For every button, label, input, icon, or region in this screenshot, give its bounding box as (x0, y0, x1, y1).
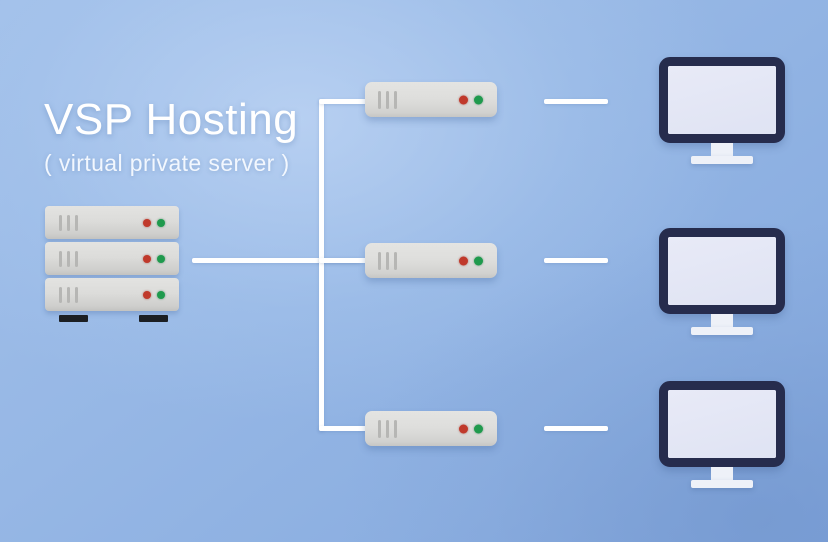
rack-unit-1 (45, 206, 179, 239)
status-led-group (459, 256, 483, 265)
monitor-neck (711, 143, 733, 156)
led-red-icon (143, 290, 151, 299)
client-link-2 (544, 258, 608, 263)
monitor-stand (691, 156, 753, 164)
server-rack (45, 206, 179, 323)
client-monitor-3 (659, 381, 785, 488)
vent-slot-icon (386, 419, 389, 438)
status-led-group (143, 290, 165, 299)
status-led-group (459, 95, 483, 104)
vent-slot-icon (75, 286, 78, 303)
rack-feet (45, 314, 179, 323)
page-subtitle: ( virtual private server ) (44, 150, 290, 176)
monitor-stand (691, 327, 753, 335)
led-red-icon (143, 218, 151, 227)
led-green-icon (157, 218, 165, 227)
heading-block: VSP Hosting ( virtual private server ) (44, 98, 298, 175)
vent-slot-icon (394, 419, 397, 438)
client-monitor-2 (659, 228, 785, 335)
client-monitor-1 (659, 57, 785, 164)
vent-group-icon (378, 419, 397, 438)
vent-slot-icon (386, 90, 389, 109)
monitor-neck (711, 467, 733, 480)
led-red-icon (459, 256, 468, 265)
vent-slot-icon (67, 214, 70, 231)
monitor-bezel (659, 57, 785, 143)
vent-slot-icon (75, 214, 78, 231)
led-red-icon (459, 424, 468, 433)
virtual-server-2 (365, 243, 497, 278)
monitor-screen (668, 66, 776, 134)
led-green-icon (157, 254, 165, 263)
rack-foot-left (59, 315, 88, 322)
vent-slot-icon (59, 286, 62, 303)
vent-slot-icon (394, 90, 397, 109)
vent-slot-icon (386, 251, 389, 270)
vent-group-icon (378, 90, 397, 109)
virtual-server-1 (365, 82, 497, 117)
vent-slot-icon (378, 251, 381, 270)
branch-line-3 (319, 426, 367, 431)
branch-line-2 (319, 258, 367, 263)
distribution-bus (319, 99, 324, 431)
vent-group-icon (59, 214, 78, 231)
virtual-server-3 (365, 411, 497, 446)
vent-group-icon (378, 251, 397, 270)
led-green-icon (474, 256, 483, 265)
monitor-bezel (659, 228, 785, 314)
monitor-screen (668, 390, 776, 458)
vent-slot-icon (378, 419, 381, 438)
led-green-icon (474, 95, 483, 104)
status-led-group (143, 254, 165, 263)
vent-group-icon (59, 286, 78, 303)
led-green-icon (157, 290, 165, 299)
page-title: VSP Hosting (44, 95, 299, 144)
rack-unit-2 (45, 242, 179, 275)
vent-slot-icon (67, 286, 70, 303)
led-red-icon (459, 95, 468, 104)
monitor-neck (711, 314, 733, 327)
vent-group-icon (59, 250, 78, 267)
rack-foot-right (139, 315, 168, 322)
vent-slot-icon (59, 214, 62, 231)
vent-slot-icon (67, 250, 70, 267)
rack-unit-3 (45, 278, 179, 311)
vent-slot-icon (59, 250, 62, 267)
vent-slot-icon (378, 90, 381, 109)
vent-slot-icon (394, 251, 397, 270)
status-led-group (143, 218, 165, 227)
led-green-icon (474, 424, 483, 433)
vent-slot-icon (75, 250, 78, 267)
client-link-1 (544, 99, 608, 104)
branch-line-1 (319, 99, 367, 104)
led-red-icon (143, 254, 151, 263)
trunk-line (192, 258, 360, 263)
client-link-3 (544, 426, 608, 431)
monitor-bezel (659, 381, 785, 467)
monitor-stand (691, 480, 753, 488)
monitor-screen (668, 237, 776, 305)
status-led-group (459, 424, 483, 433)
